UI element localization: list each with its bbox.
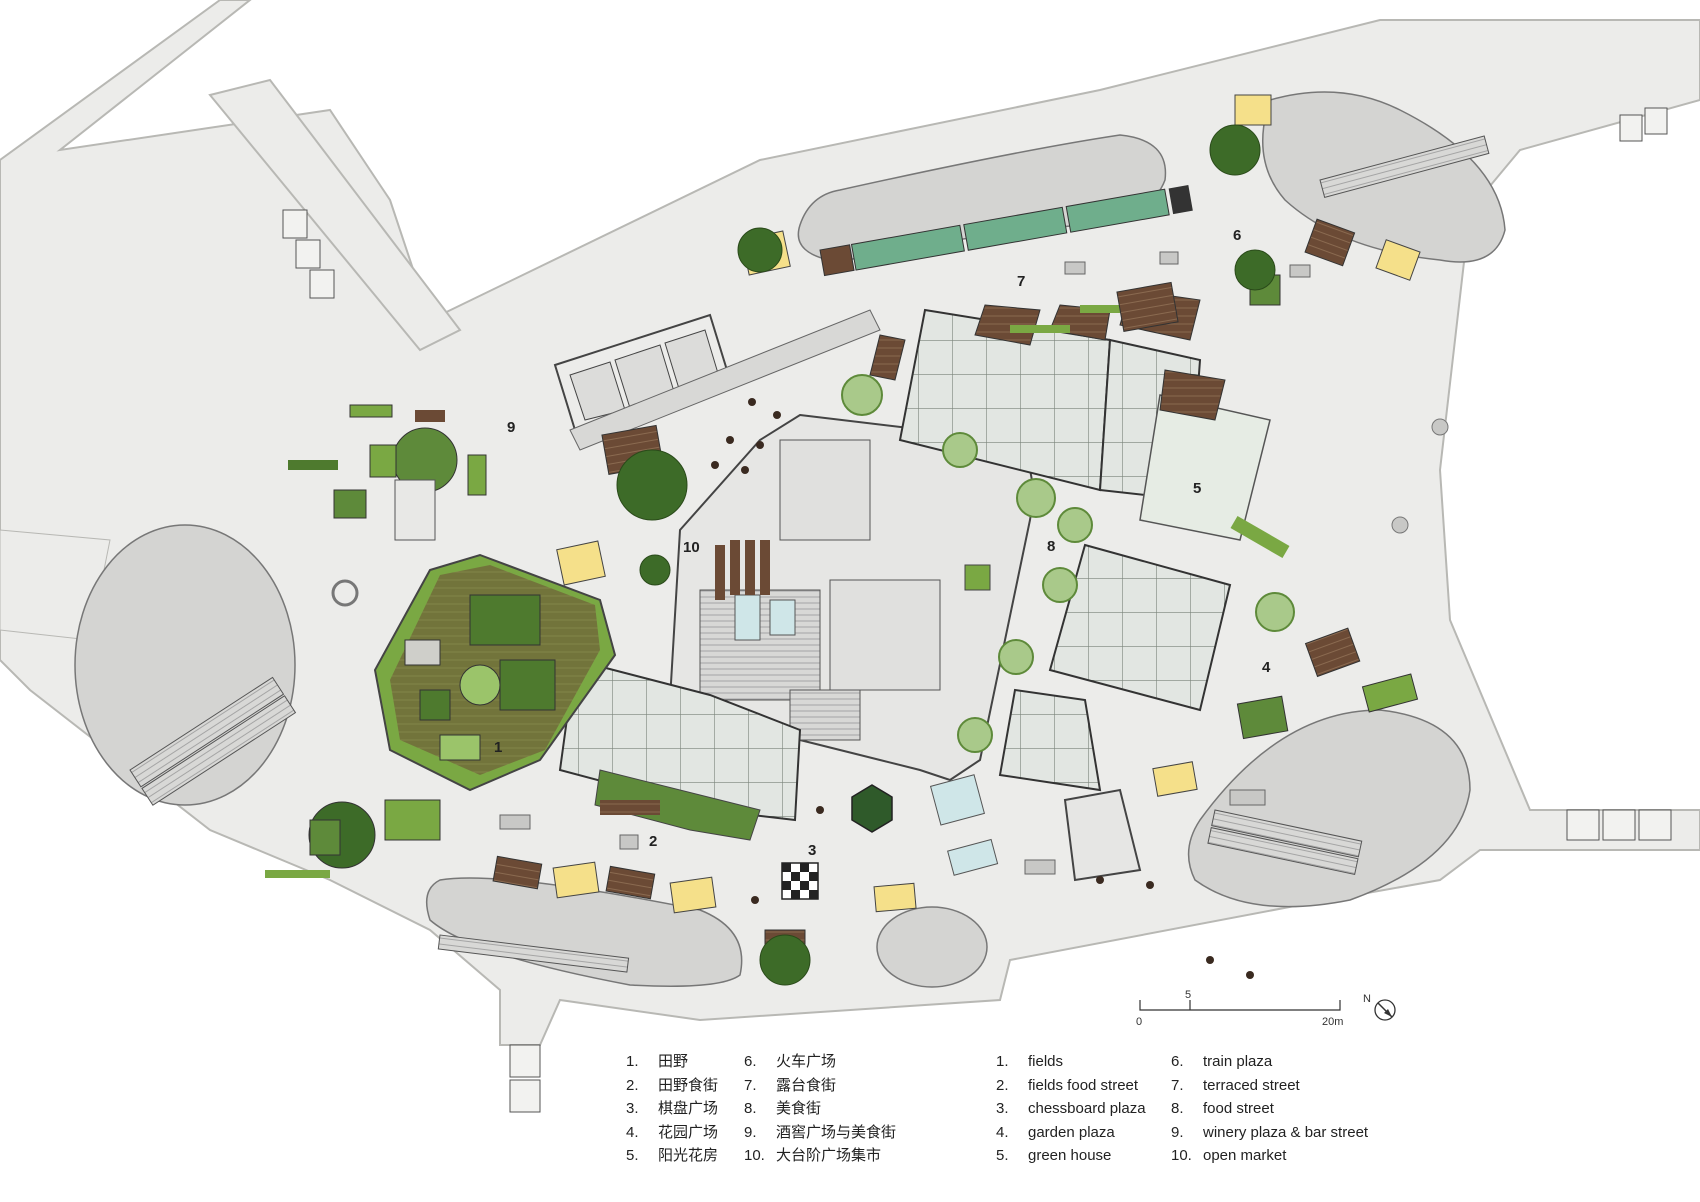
escalator-west [129,676,297,806]
water-features [929,774,999,876]
scale-zero: 0 [1136,1016,1142,1028]
annex-blocks-northwest [282,209,335,299]
legend-item: 2.田野食街 [626,1076,719,1094]
legend-item: 1.fields [996,1053,1064,1070]
legend-cn-col2: 6.火车广场 7.露台食街 8.美食街 9.酒窖广场与美食街 10.大台阶广场集… [744,1050,896,1168]
north-arrow: N [1363,993,1396,1021]
legend-item: 8.美食街 [744,1100,822,1117]
cafe-tables [711,398,1254,979]
annex-blocks-east [1566,809,1672,841]
winery-building [553,313,732,432]
legend-item: 1.田野 [626,1053,689,1070]
legend-item: 8.food street [1171,1100,1274,1117]
legend-item: 9.酒窖广场与美食街 [744,1123,897,1141]
marker-east-2 [1391,516,1409,534]
ring-marker [331,579,359,607]
northwest-road [208,78,462,352]
fields-garden [373,553,617,792]
zone-number-7: 7 [1017,273,1025,290]
legend-en-col1: 1.fields 2.fields food street 3.chessboa… [996,1050,1146,1168]
zone-number-3: 3 [808,842,816,859]
legend-item: 6.火车广场 [744,1053,837,1070]
escalator-south [437,934,630,973]
small-building-southeast [1063,788,1142,882]
legend-item: 3.chessboard plaza [996,1100,1146,1117]
legend-item: 10.open market [1171,1147,1287,1164]
covered-walkway [569,309,881,451]
legend-item: 4.花园广场 [626,1123,719,1141]
zone-number-10: 10 [683,539,700,556]
legend-item: 3.棋盘广场 [626,1100,719,1117]
greenhouse-southeast [998,688,1102,792]
legend-cn-col1: 1.田野 2.田野食街 3.棋盘广场 4.花园广场 5.阳光花房 [626,1050,718,1168]
zone-number-6: 6 [1233,227,1241,244]
train [819,185,1193,277]
fields-food-street-planting [594,769,761,841]
zone-numbers: 1 2 3 4 5 6 7 8 9 10 [494,227,1271,859]
void-south-small [876,906,988,988]
void-southeast [1187,709,1471,908]
legend-item: 10.大台阶广场集市 [744,1147,882,1164]
legend-item: 2.fields food street [996,1076,1139,1094]
legend-item: 7.terraced street [1171,1076,1300,1094]
scale-end: 20m [1322,1016,1343,1028]
north-label: N [1363,993,1371,1005]
garden-plaza-planting [1230,274,1419,740]
legend-item: 5.阳光花房 [626,1147,719,1164]
stepped-planters [715,540,770,600]
kiosks [499,251,1311,875]
annex-blocks-northeast [1619,107,1668,142]
legend-item: 4.garden plaza [996,1123,1115,1141]
chessboard-plaza [781,862,819,900]
open-market-plaza [668,413,1034,782]
scale-mid: 5 [1185,989,1191,1001]
greenhouse-east [1048,543,1232,712]
scale-bar: 0 5 20m [1136,989,1343,1028]
legend-en-col2: 6.train plaza 7.terraced street 8.food s… [1171,1050,1368,1168]
zone-number-1: 1 [494,739,502,756]
market-pavilions [552,94,1421,914]
legend-item: 9.winery plaza & bar street [1171,1123,1369,1141]
escalator-northeast [1319,135,1490,198]
trees [841,374,1295,753]
marker-east [1431,418,1449,436]
legend-item: 6.train plaza [1171,1053,1273,1070]
zone-number-4: 4 [1262,659,1271,676]
winery-plaza [265,404,487,878]
zone-number-5: 5 [1193,480,1201,497]
zone-number-9: 9 [507,419,515,436]
escalator-southeast [1207,809,1363,876]
canopies [616,124,1276,986]
annex-blocks-south [509,1044,541,1113]
legend-item: 5.green house [996,1147,1112,1164]
legend-item: 7.露台食街 [744,1076,837,1094]
zone-number-8: 8 [1047,538,1055,555]
hexagon-pavilion [851,784,893,833]
zone-number-2: 2 [649,833,657,850]
